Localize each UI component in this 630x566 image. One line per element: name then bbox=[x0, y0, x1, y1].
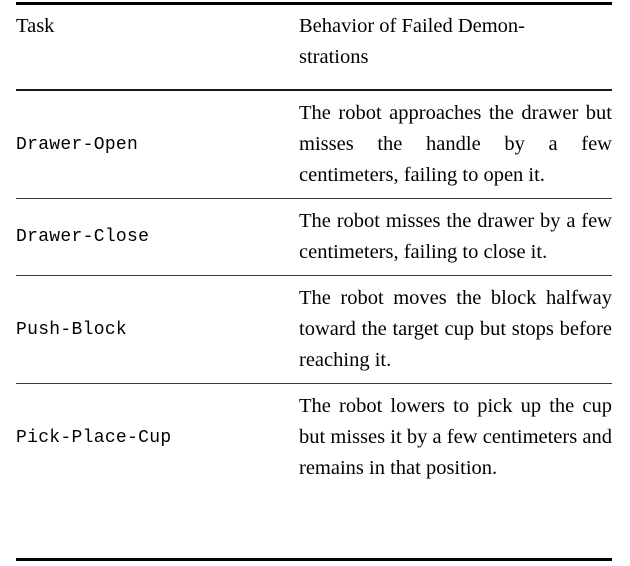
task-name-drawer-open: Drawer-Open bbox=[16, 90, 287, 199]
column-header-task: Task bbox=[16, 0, 287, 91]
behavior-description-push-block: The robot moves the block halfway toward… bbox=[287, 275, 612, 384]
table-row: Drawer-Close The robot misses the drawer… bbox=[16, 198, 612, 276]
table-row: Pick-Place-Cup The robot lowers to pick … bbox=[16, 384, 612, 492]
table-row: Drawer-Open The robot approaches the dra… bbox=[16, 90, 612, 199]
column-header-behavior-line-2: strations bbox=[299, 46, 369, 68]
task-name-push-block: Push-Block bbox=[16, 275, 287, 384]
task-name-pick-place-cup: Pick-Place-Cup bbox=[16, 427, 172, 448]
table-bottom-rule bbox=[16, 558, 612, 561]
table-top-rule bbox=[16, 2, 612, 5]
task-name-drawer-close: Drawer-Close bbox=[16, 198, 287, 276]
column-header-behavior-line-1: Behavior of Failed Demon- bbox=[299, 15, 526, 37]
failed-demonstrations-table: Task Behavior of Failed Demon-strations … bbox=[16, 0, 612, 491]
table-header-row: Task Behavior of Failed Demon-strations bbox=[16, 0, 612, 91]
behavior-description-pick-place-cup: The robot lowers to pick up the cup but … bbox=[299, 395, 612, 479]
column-header-behavior: Behavior of Failed Demon-strations bbox=[287, 0, 612, 91]
behavior-description-drawer-close: The robot misses the drawer by a few cen… bbox=[287, 198, 612, 276]
behavior-description-drawer-open: The robot approaches the drawer but miss… bbox=[287, 90, 612, 199]
table-row: Push-Block The robot moves the block hal… bbox=[16, 275, 612, 384]
